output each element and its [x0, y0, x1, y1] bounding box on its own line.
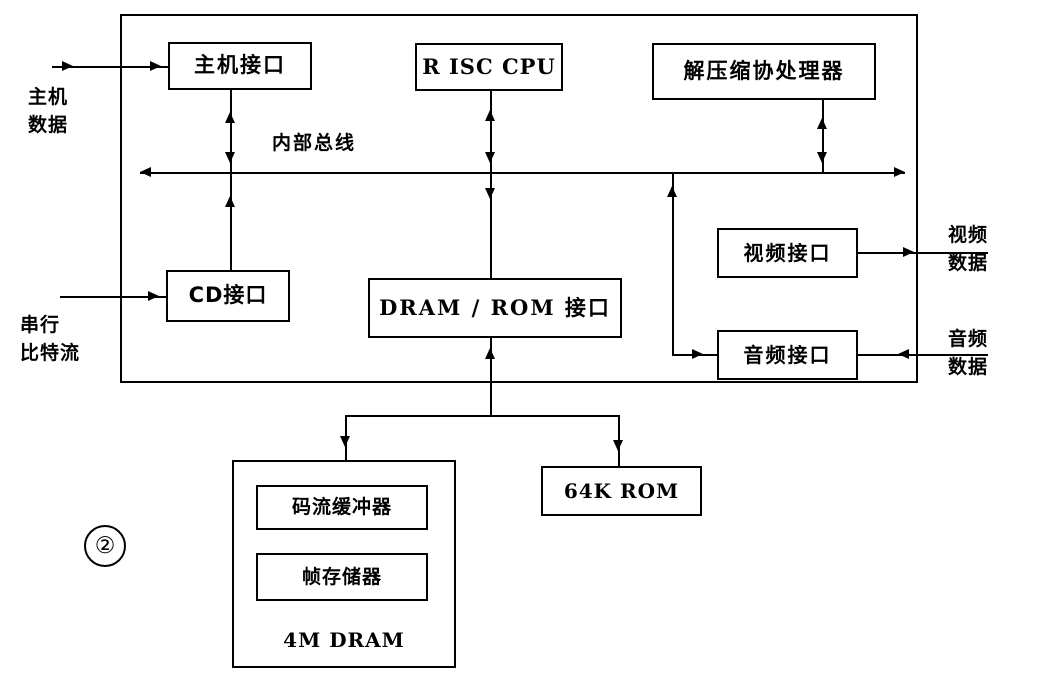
video-interface-box[interactable]: 视频接口 [717, 228, 858, 278]
host-data-label-line2: 数据 [28, 113, 69, 136]
video-data-label-line1: 视频 [948, 224, 989, 246]
serial-bitstream-input-line [60, 296, 168, 298]
decompression-up-arrow [817, 118, 827, 129]
host-interface-box[interactable]: 主机接口 [168, 42, 312, 90]
risc-cpu-box[interactable]: R ISC CPU [415, 43, 563, 91]
internal-bus-line [140, 172, 905, 174]
video-data-label: 视频 数据 [948, 222, 988, 277]
host-interface-down-arrow [225, 152, 235, 163]
audio-data-label-line2: 数据 [948, 355, 989, 378]
figure-number-badge: ② [84, 525, 126, 567]
audio-feed-right-arrow [692, 349, 703, 359]
host-data-input-arrow-outer [62, 61, 73, 71]
video-data-label-line2: 数据 [948, 251, 989, 274]
video-data-output-line [858, 252, 988, 254]
internal-bus-label: 内部总线 [272, 132, 357, 154]
internal-bus-arrow-left [140, 167, 151, 177]
video-data-output-arrow-chip [903, 247, 914, 257]
audio-feed-up-arrow [667, 186, 677, 197]
host-data-label-line1: 主机 [28, 86, 69, 108]
serial-bitstream-label-line1: 串行 [20, 314, 61, 336]
memory-fork-left-arrow [340, 436, 350, 447]
internal-bus-arrow-right [894, 167, 905, 177]
host-data-input-line [52, 66, 168, 68]
frame-store-box[interactable]: 帧存储器 [256, 553, 428, 601]
risc-cpu-up-arrow [485, 110, 495, 121]
audio-feed-vertical [672, 172, 674, 355]
stream-buffer-box[interactable]: 码流缓冲器 [256, 485, 428, 530]
audio-data-label: 音频 数据 [948, 326, 988, 381]
serial-bitstream-input-arrow [148, 291, 159, 301]
decompression-bus-link [822, 100, 824, 174]
dram-rom-interface-box[interactable]: DRAM / ROM 接口 [368, 278, 622, 338]
risc-cpu-bus-link [490, 91, 492, 174]
cd-interface-bus-link [230, 174, 232, 272]
chip-boundary [120, 14, 918, 383]
serial-bitstream-label: 串行 比特流 [20, 312, 80, 367]
host-data-label: 主机 数据 [28, 84, 68, 139]
cd-interface-up-arrow [225, 196, 235, 207]
memory-fork-stem-up-arrow [485, 348, 495, 359]
rom-module-box[interactable]: 64K ROM [541, 466, 702, 516]
cd-interface-box[interactable]: CD接口 [166, 270, 290, 322]
audio-interface-box[interactable]: 音频接口 [717, 330, 858, 380]
decompression-down-arrow [817, 152, 827, 163]
serial-bitstream-label-line2: 比特流 [20, 341, 81, 364]
audio-data-output-arrow-chip [898, 349, 909, 359]
memory-fork-stem [490, 338, 492, 416]
audio-data-output-line [858, 354, 988, 356]
dram-module-label: 4M DRAM [283, 628, 405, 652]
dram-rom-down-arrow [485, 188, 495, 199]
host-interface-up-arrow [225, 112, 235, 123]
memory-fork-right-arrow [613, 440, 623, 451]
host-interface-bus-link [230, 90, 232, 174]
decompression-coprocessor-box[interactable]: 解压缩协处理器 [652, 43, 876, 100]
memory-fork-crossbar [345, 415, 618, 417]
audio-data-label-line1: 音频 [948, 328, 989, 350]
host-data-input-arrow-inner [150, 61, 161, 71]
risc-cpu-down-arrow [485, 152, 495, 163]
dram-rom-bus-link [490, 174, 492, 280]
